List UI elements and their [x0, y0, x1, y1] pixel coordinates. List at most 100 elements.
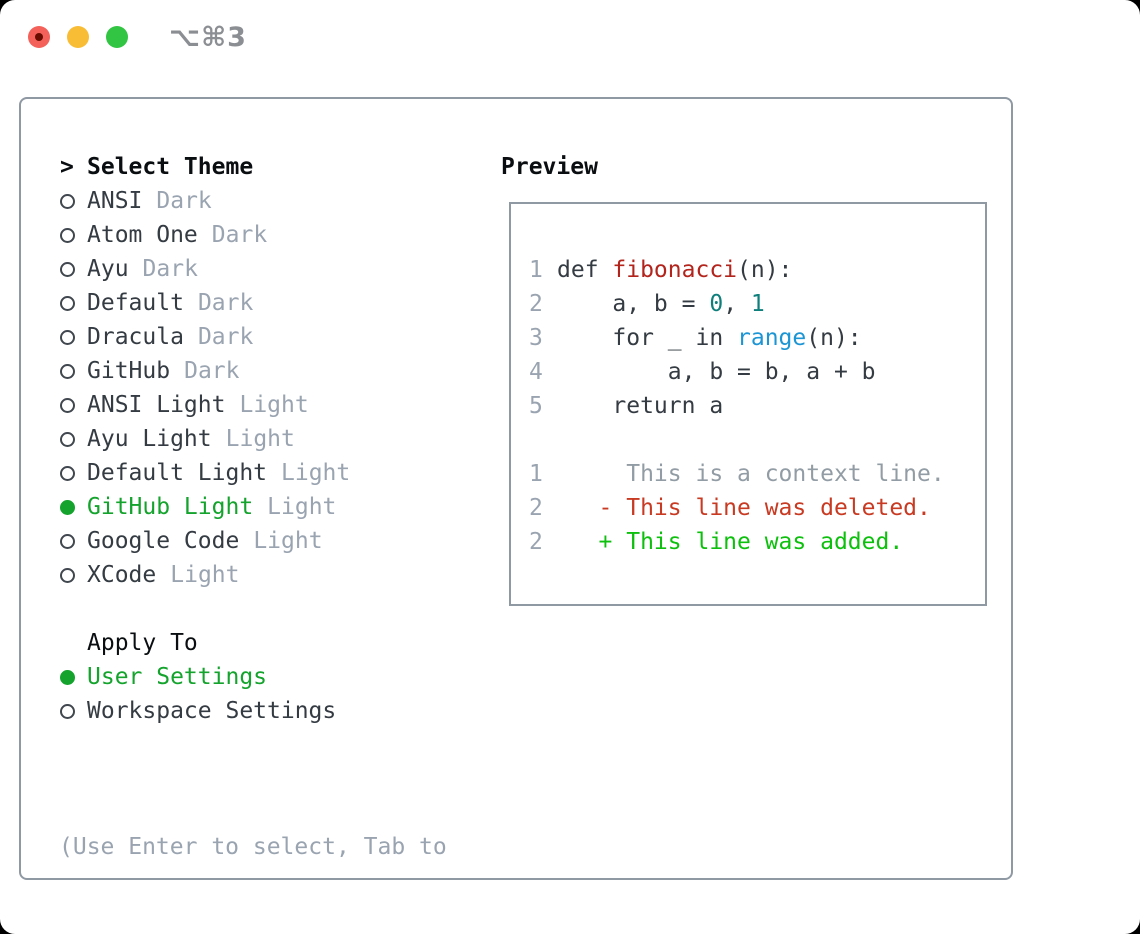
- option-label: Atom One: [87, 222, 198, 248]
- theme-option-default-light[interactable]: Default Light Light: [59, 456, 447, 490]
- code-segment-context: This is a context line.: [557, 461, 945, 487]
- radio-icon: [59, 363, 87, 379]
- code-segment-plain: for _ in: [557, 325, 738, 351]
- theme-variant-label: Light: [239, 392, 309, 418]
- option-label: Default: [87, 290, 184, 316]
- theme-variant-label: Dark: [156, 188, 212, 214]
- radio-selected-icon: [59, 499, 87, 515]
- apply-option-user-settings[interactable]: User Settings: [59, 660, 447, 694]
- select-theme-header: > Select Theme: [59, 150, 447, 184]
- option-label: XCode: [87, 562, 157, 588]
- code-segment-plain: a, b = b, a + b: [557, 359, 876, 385]
- option-label: Ayu Light: [87, 426, 212, 452]
- preview-title: Preview: [501, 154, 598, 180]
- help-text: (Use Enter to select, Tab to change focu…: [59, 762, 447, 934]
- apply-to-title: Apply To: [87, 630, 198, 656]
- theme-option-default[interactable]: Default Dark: [59, 286, 447, 320]
- preview-line: 5 return a: [529, 389, 985, 423]
- preview-line: 1 def fibonacci(n):: [529, 253, 985, 287]
- option-label: GitHub Light: [87, 494, 254, 520]
- radio-icon: [59, 465, 87, 481]
- radio-icon: [59, 431, 87, 447]
- cursor-indicator: >: [60, 154, 74, 180]
- theme-variant-label: Light: [253, 528, 323, 554]
- theme-option-ayu-light[interactable]: Ayu Light Light: [59, 422, 447, 456]
- theme-variant-label: Light: [225, 426, 295, 452]
- window-shortcut-label: ⌥⌘3: [169, 21, 247, 53]
- radio-icon: [59, 227, 87, 243]
- line-number: 3: [529, 325, 543, 351]
- option-label: Google Code: [87, 528, 240, 554]
- option-label: User Settings: [87, 664, 268, 690]
- theme-variant-label: Dark: [197, 324, 254, 350]
- zoom-button[interactable]: [106, 26, 128, 48]
- theme-variant-label: Dark: [211, 222, 268, 248]
- radio-icon: [59, 567, 87, 583]
- select-theme-title: Select Theme: [87, 154, 254, 180]
- theme-option-ayu[interactable]: Ayu Dark: [59, 252, 447, 286]
- line-number: 1: [529, 257, 543, 283]
- code-segment-plain: (n):: [806, 325, 862, 351]
- code-segment-number: 1: [750, 291, 765, 317]
- traffic-lights: [0, 26, 128, 48]
- recording-dot-icon: [35, 33, 43, 41]
- radio-icon: [59, 533, 87, 549]
- radio-icon: [59, 397, 87, 413]
- line-number: 2: [529, 291, 543, 317]
- radio-icon: [59, 261, 87, 277]
- theme-option-google-code[interactable]: Google Code Light: [59, 524, 447, 558]
- help-line-1: (Use Enter to select, Tab to: [59, 834, 447, 860]
- code-segment-plain: return a: [557, 393, 724, 419]
- code-segment-function: fibonacci: [612, 257, 738, 283]
- line-number: 5: [529, 393, 543, 419]
- theme-option-atom-one[interactable]: Atom One Dark: [59, 218, 447, 252]
- theme-option-github-light[interactable]: GitHub Light Light: [59, 490, 447, 524]
- theme-variant-label: Light: [267, 494, 337, 520]
- option-label: Ayu: [87, 256, 129, 282]
- line-number: 4: [529, 359, 543, 385]
- radio-icon: [59, 329, 87, 345]
- theme-option-ansi-light[interactable]: ANSI Light Light: [59, 388, 447, 422]
- line-number: 2: [529, 495, 543, 521]
- apply-option-workspace-settings[interactable]: Workspace Settings: [59, 694, 447, 728]
- preview-line: [529, 423, 985, 457]
- code-segment-deleted: - This line was deleted.: [557, 495, 931, 521]
- option-label: GitHub: [87, 358, 171, 384]
- line-number: 2: [529, 529, 543, 555]
- close-button[interactable]: [28, 26, 50, 48]
- option-label: ANSI: [87, 188, 143, 214]
- radio-icon: [59, 703, 87, 719]
- line-number: 1: [529, 461, 543, 487]
- code-segment-plain: a, b =: [557, 291, 710, 317]
- option-label: Workspace Settings: [87, 698, 337, 724]
- preview-line: 4 a, b = b, a + b: [529, 355, 985, 389]
- preview-line: 3 for _ in range(n):: [529, 321, 985, 355]
- code-segment-plain: ,: [723, 291, 751, 317]
- theme-option-ansi[interactable]: ANSI Dark: [59, 184, 447, 218]
- minimize-button[interactable]: [67, 26, 89, 48]
- code-segment-added: + This line was added.: [557, 529, 904, 555]
- code-segment-builtin: range: [737, 325, 807, 351]
- code-segment-plain: def: [557, 257, 613, 283]
- preview-line: 2 - This line was deleted.: [529, 491, 985, 525]
- code-segment-plain: (n):: [737, 257, 793, 283]
- preview-line: 2 + This line was added.: [529, 525, 985, 559]
- code-segment-number: 0: [709, 291, 724, 317]
- option-label: Default Light: [87, 460, 268, 486]
- option-label: ANSI Light: [87, 392, 226, 418]
- theme-variant-label: Dark: [142, 256, 198, 282]
- radio-selected-icon: [59, 669, 87, 685]
- theme-variant-label: Light: [281, 460, 351, 486]
- preview-line: 1 This is a context line.: [529, 457, 985, 491]
- theme-variant-label: Dark: [197, 290, 254, 316]
- preview-line: 2 a, b = 0, 1: [529, 287, 985, 321]
